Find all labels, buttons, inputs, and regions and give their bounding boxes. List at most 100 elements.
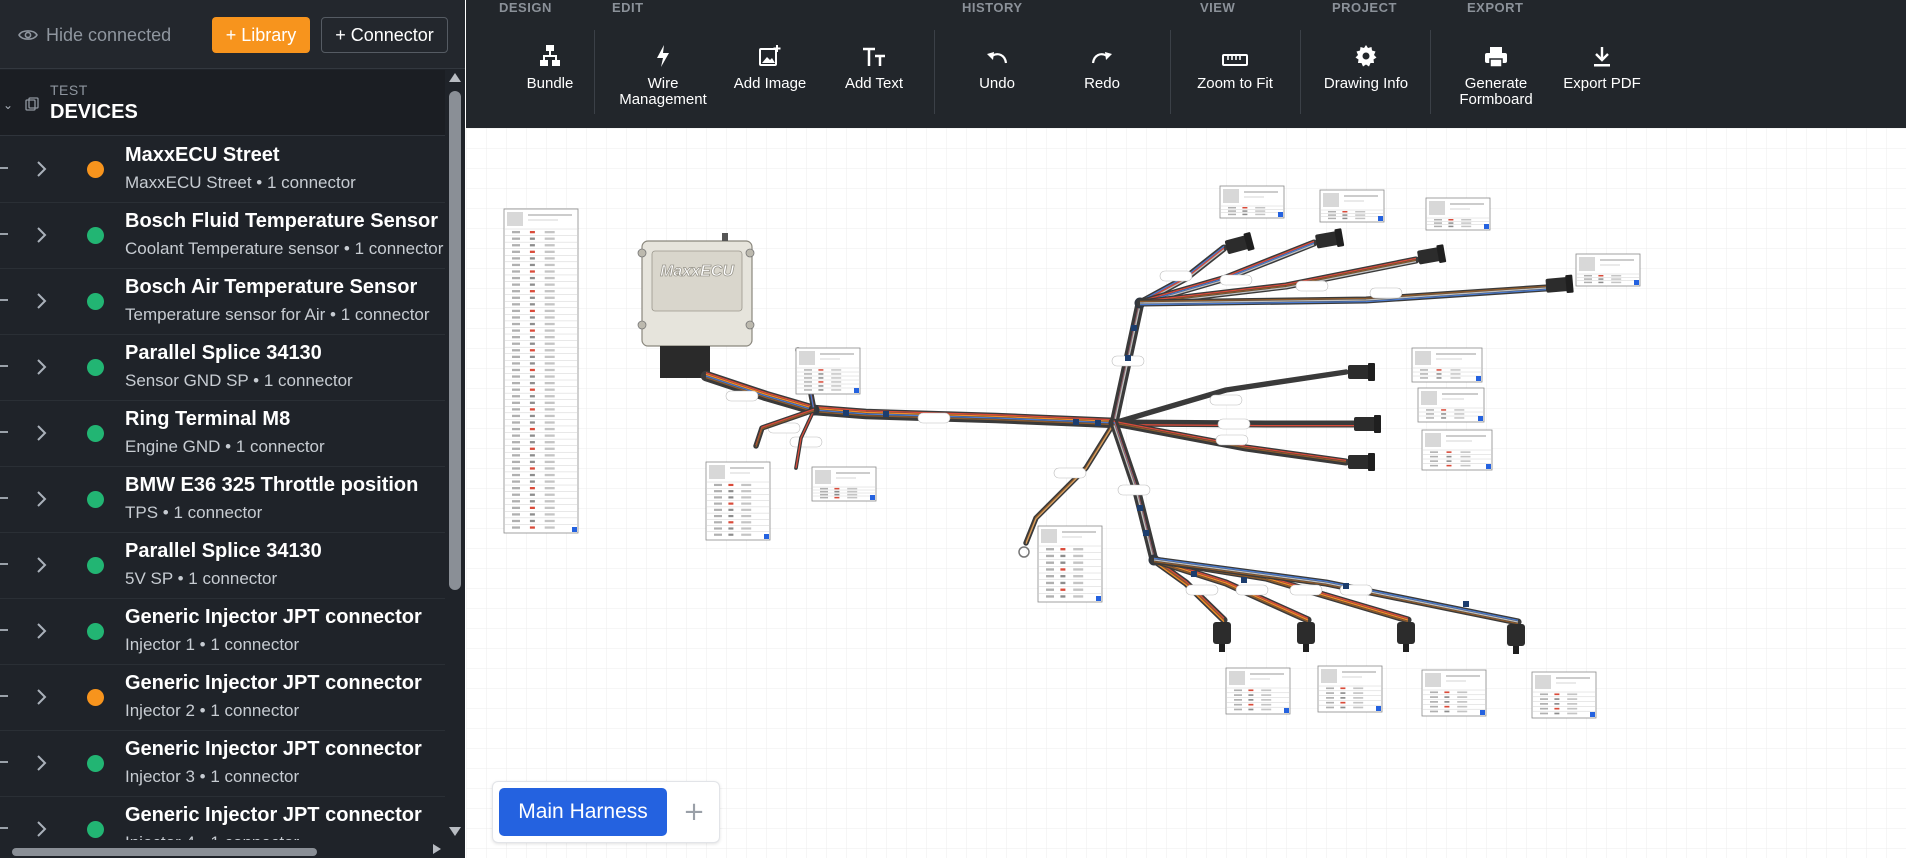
chevron-right-icon[interactable] bbox=[36, 555, 48, 575]
tool-undo-button[interactable]: Undo bbox=[941, 40, 1053, 110]
scroll-right-arrow[interactable] bbox=[433, 844, 441, 854]
table-cell bbox=[834, 487, 840, 490]
table-cell bbox=[1598, 281, 1604, 284]
wire bbox=[1153, 560, 1309, 623]
tool-wire-management-button[interactable]: Wire Management bbox=[600, 40, 726, 110]
add-connector-button[interactable]: + Connector bbox=[321, 17, 448, 53]
add-library-button[interactable]: + Library bbox=[212, 17, 310, 53]
eye-icon bbox=[18, 30, 38, 40]
device-group-header[interactable]: ⌄ TEST DEVICES bbox=[0, 70, 445, 136]
tool-add-text-button[interactable]: Add Text bbox=[818, 40, 930, 110]
tool-export-pdf-button[interactable]: Export PDF bbox=[1546, 40, 1658, 110]
tool-drawing-info-button[interactable]: Drawing Info bbox=[1306, 40, 1426, 110]
table-cell bbox=[512, 257, 520, 260]
scroll-down-arrow[interactable] bbox=[449, 827, 461, 836]
chevron-right-icon[interactable] bbox=[36, 621, 48, 641]
gear-icon bbox=[1306, 40, 1426, 68]
table-cell bbox=[1261, 694, 1272, 696]
chevron-right-icon[interactable] bbox=[36, 357, 48, 377]
hide-connected-toggle[interactable]: Hide connected bbox=[18, 21, 171, 49]
table-cell bbox=[529, 329, 535, 332]
horizontal-scrollbar-thumb[interactable] bbox=[12, 848, 317, 856]
toolbar-separator bbox=[934, 30, 935, 114]
device-subtitle: Injector 3 • 1 connector bbox=[125, 767, 300, 786]
table-cell bbox=[512, 493, 520, 496]
table-cell bbox=[1567, 712, 1578, 715]
table-cell bbox=[544, 421, 555, 424]
wire bbox=[1139, 257, 1417, 303]
chevron-down-icon[interactable]: ⌄ bbox=[3, 98, 14, 112]
table-cell bbox=[1060, 568, 1066, 571]
tool-generate-formboard-button[interactable]: Generate Formboard bbox=[1440, 40, 1552, 110]
drawing-canvas[interactable]: MaxxECU bbox=[466, 128, 1906, 858]
tool-add-image-button[interactable]: Add Image bbox=[714, 40, 826, 110]
injector-tip bbox=[1303, 644, 1309, 652]
chevron-right-icon[interactable] bbox=[36, 225, 48, 245]
table-cell bbox=[847, 496, 858, 499]
chevron-right-icon[interactable] bbox=[36, 291, 48, 311]
plug-body bbox=[1354, 417, 1376, 431]
table-corner-marker bbox=[1096, 596, 1101, 601]
tab-main-harness[interactable]: Main Harness bbox=[499, 788, 667, 836]
ground-branch-bundle bbox=[1023, 420, 1117, 546]
device-name: Generic Injector JPT connector bbox=[125, 804, 422, 826]
table-cell bbox=[728, 490, 734, 493]
bundle-length-label bbox=[1369, 287, 1403, 299]
chevron-right-icon[interactable] bbox=[36, 819, 48, 839]
chevron-right-icon[interactable] bbox=[36, 423, 48, 443]
scrollbar-thumb[interactable] bbox=[449, 91, 461, 590]
bundle-icon bbox=[492, 40, 608, 68]
plug-body bbox=[1224, 235, 1249, 254]
chevron-right-icon[interactable] bbox=[36, 489, 48, 509]
table-cell bbox=[1457, 710, 1468, 713]
table-cell bbox=[728, 483, 734, 487]
device-subtitle: MaxxECU Street • 1 connector bbox=[125, 173, 356, 192]
table-cell bbox=[1420, 377, 1428, 379]
bundle-clip bbox=[1095, 420, 1101, 426]
wire bbox=[1113, 370, 1347, 423]
table-cell bbox=[1457, 705, 1468, 708]
tool-zoom-to-fit-button[interactable]: Zoom to Fit bbox=[1170, 40, 1300, 110]
wire bbox=[1139, 285, 1547, 303]
injector-connector bbox=[1213, 622, 1231, 652]
table-cell bbox=[1060, 595, 1066, 598]
chevron-right-icon[interactable] bbox=[36, 159, 48, 179]
tool-label: Drawing Info bbox=[1323, 75, 1409, 92]
harness-drawing[interactable]: MaxxECU bbox=[466, 128, 1906, 858]
table-cell bbox=[544, 322, 555, 326]
table-cell bbox=[529, 375, 535, 378]
scroll-up-arrow[interactable] bbox=[449, 73, 461, 82]
table-cell bbox=[544, 270, 555, 273]
add-sheet-button[interactable]: + bbox=[677, 794, 711, 830]
table-cell bbox=[714, 496, 722, 499]
table-cell bbox=[512, 368, 520, 372]
tool-bundle-button[interactable]: Bundle bbox=[492, 40, 608, 110]
table-cell bbox=[512, 230, 520, 234]
table-cell bbox=[1448, 219, 1454, 221]
horizontal-scrollbar[interactable] bbox=[0, 840, 445, 858]
connector-thumbnail bbox=[815, 470, 831, 484]
bundle-clip bbox=[1343, 583, 1349, 589]
device-subtitle: Sensor GND SP • 1 connector bbox=[125, 371, 353, 390]
table-cell bbox=[512, 381, 520, 385]
wire bbox=[1113, 420, 1347, 462]
table-cell bbox=[1242, 207, 1248, 209]
chevron-right-icon[interactable] bbox=[36, 753, 48, 773]
vertical-scrollbar[interactable] bbox=[445, 69, 465, 840]
table-corner-marker bbox=[1486, 464, 1491, 469]
group-title: DEVICES bbox=[50, 101, 138, 123]
chevron-right-icon[interactable] bbox=[36, 687, 48, 707]
table-cell bbox=[1046, 595, 1054, 598]
tool-redo-button[interactable]: Redo bbox=[1046, 40, 1158, 110]
